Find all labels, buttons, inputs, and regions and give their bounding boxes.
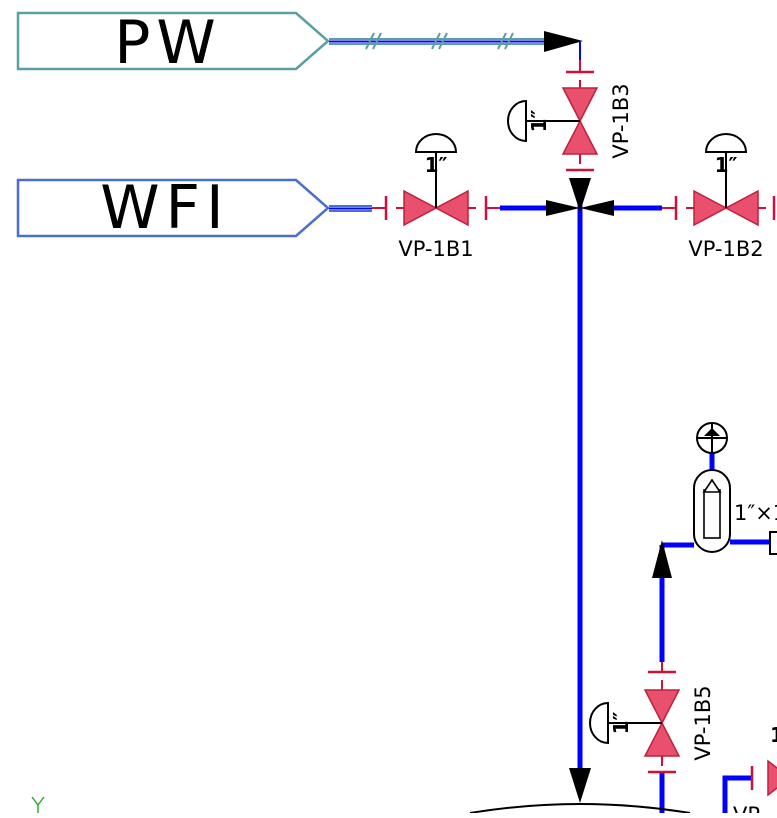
- valve-partial-size: 1: [770, 723, 777, 747]
- valve-vp-1b5-label: VP-1B5: [691, 685, 715, 760]
- vent-filter-icon[interactable]: [696, 422, 728, 454]
- filter-size: 1″×1: [734, 501, 777, 525]
- valve-vp-1b3-label: VP-1B3: [609, 83, 633, 158]
- outlet-fitting: [769, 531, 777, 555]
- valve-vp-1b1-size: 1″: [425, 153, 448, 177]
- wfi-source-tag[interactable]: WFI: [16, 173, 330, 243]
- valve-vp-1b2-label: VP-1B2: [688, 237, 763, 261]
- pw-flow-arrow: [544, 31, 583, 52]
- valve-vp-1b3-size: 1″: [527, 110, 551, 133]
- up-flow-arrow: [652, 540, 672, 578]
- actuator-icon: [704, 133, 748, 153]
- wfi-source-label: WFI: [100, 173, 230, 243]
- pw-source-tag[interactable]: PW: [16, 8, 330, 78]
- actuator-icon: [507, 99, 527, 143]
- valve-vp-1b3[interactable]: 1″ VP-1B3: [507, 60, 633, 172]
- valve-vp-1b2-size: 1″: [715, 153, 738, 177]
- actuator-icon: [414, 133, 458, 153]
- valve-vp-1b5-size: 1″: [609, 712, 633, 735]
- filter-housing[interactable]: 1″×1: [693, 469, 777, 553]
- valve-vp-1b1[interactable]: 1″ VP-1B1: [372, 133, 500, 261]
- tee-junction: [546, 178, 614, 216]
- valve-partial[interactable]: 1 VP: [733, 723, 777, 818]
- valve-vp-1b5[interactable]: 1″ VP-1B5: [589, 662, 715, 774]
- valve-vp-1b2[interactable]: 1″ VP-1B2: [662, 133, 776, 261]
- actuator-icon: [589, 701, 609, 745]
- valve-vp-1b1-label: VP-1B1: [398, 237, 473, 261]
- valve-partial-label: VP: [733, 803, 760, 813]
- down-flow-arrow: [569, 768, 591, 803]
- tank-top: [469, 803, 691, 814]
- pw-line[interactable]: [329, 31, 583, 60]
- ucs-icon: Y: [31, 796, 45, 813]
- pw-source-label: PW: [114, 8, 222, 78]
- wfi-line[interactable]: [329, 205, 372, 212]
